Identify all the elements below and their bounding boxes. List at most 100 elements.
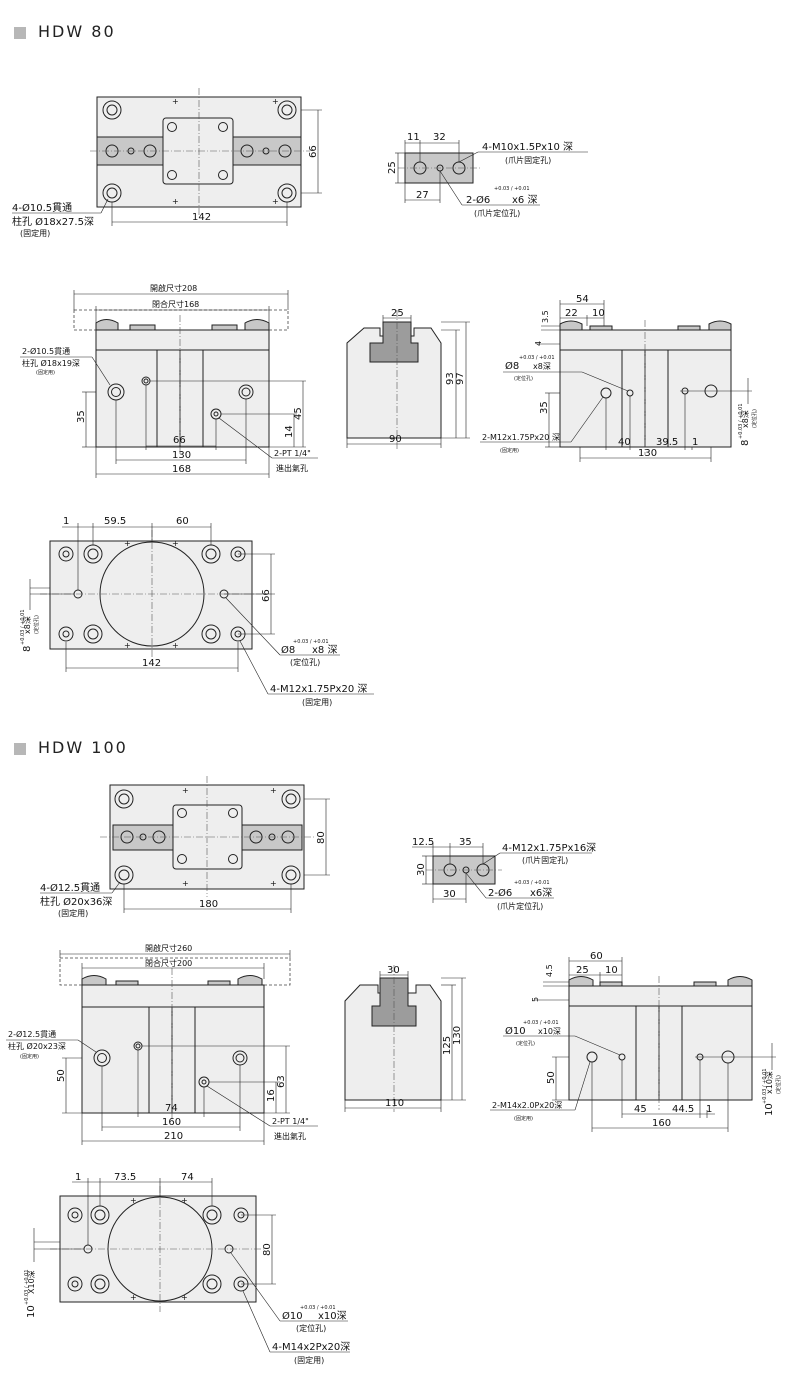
hdw100-side-body [344,984,442,1101]
hdw100-top-hole-purpose: (固定用) [58,908,88,918]
svg-text:+: + [172,97,179,106]
svg-text:+: + [182,786,189,795]
hdw100-front-dim-16: 16 [266,1089,277,1102]
hdw80-front-dim-35: 35 [76,410,87,423]
hdw80-bottom-dim-1: 1 [63,516,69,527]
hdw80-front-view: 開啟尺寸208 閉合尺寸168 35 66 130 168 14 45 2-Ø1… [20,283,318,478]
hdw80-bottom-dim-142: 142 [142,658,161,669]
hdw80-side-dim-25: 25 [391,308,404,319]
hdw80-front-hole-purpose: (固定用) [36,369,55,376]
hdw80-jaw-pin-tolerance: +0.03 / +0.01 [494,186,530,192]
hdw100-front-hole-purpose: (固定用) [20,1053,39,1060]
hdw80-top-view: ++ ++ 66 142 4-Ø10.5貫通 柱孔 Ø18x27.5深 (固定用… [12,88,322,238]
hdw80-jaw-thread-purpose: (爪片固定孔) [505,155,551,165]
hdw100-jaw-dim-12-5: 12.5 [412,837,434,848]
hdw100-side-view: 30 125 130 110 [344,965,466,1112]
hdw100-jaw-pin-tolerance: +0.03 / +0.01 [514,880,550,886]
hdw100-right-dim-60: 60 [590,951,603,962]
hdw80-right-pin-tolerance: +0.03 / +0.01 [519,355,555,361]
hdw100-top-height-dim: 80 [316,831,327,844]
hdw100-top-width-dim: 180 [199,899,218,910]
hdw100-jaw-pin-depth: x6深 [530,887,552,899]
hdw100-right-pin-depth: x10深 [538,1027,561,1036]
hdw100-front-counterbore-note: 柱孔 Ø20x23深 [8,1041,66,1051]
svg-text:+: + [124,641,131,650]
hdw80-front-port-purpose: 進出氣孔 [276,463,308,473]
hdw100-top-right-jaw [241,824,303,851]
hdw100-front-dim-210: 210 [164,1131,183,1142]
hdw80-right-vert-pin-tolerance: +0.03 / +0.01 [738,403,744,439]
hdw100-front-port-purpose: 進出氣孔 [274,1131,306,1141]
hdw80-bottom-pin-depth: x8 深 [312,644,337,656]
hdw80-right-thread-note: 2-M12x1.75Px20 深 [482,433,560,442]
hdw80-bottom-dim-59-5: 59.5 [104,516,126,527]
hdw80-side-dim-90: 90 [389,434,402,445]
hdw100-side-dim-125: 125 [442,1036,453,1055]
hdw100-bottom-pin-depth: x10深 [318,1310,347,1322]
hdw80-top-hole-purpose: (固定用) [20,228,50,238]
hdw100-jaw-dim-35: 35 [459,837,472,848]
hdw80-bottom-dim-60: 60 [176,516,189,527]
hdw100-top-hole-note: 4-Ø12.5貫通 [40,882,100,894]
hdw100-right-vert-pin-depth: x10深 [765,1071,774,1094]
hdw80-side-dim-93: 93 [445,372,456,385]
svg-text:+: + [172,539,179,548]
hdw80-right-dim-130: 130 [638,448,657,459]
hdw100-front-dim-50: 50 [56,1069,67,1082]
hdw100-right-dim-50: 50 [546,1071,557,1084]
svg-text:+: + [270,879,277,888]
hdw100-right-view: 60 25 10 4.5 5 50 Ø10 +0.03 / +0.01 x10深… [490,951,782,1132]
hdw100-right-thread-purpose: (固定用) [514,1115,533,1122]
hdw80-side-view: 25 93 97 90 [346,308,470,450]
hdw80-bottom-vert-pin-note: 8 [22,646,33,652]
svg-text:+: + [124,539,131,548]
hdw80-jaw-pin-purpose: (爪片定位孔) [474,208,520,218]
hdw80-right-dim-40: 40 [618,437,631,448]
hdw80-front-open-dim: 開啟尺寸208 [150,283,197,293]
hdw80-front-close-dim: 閉合尺寸168 [152,299,199,309]
hdw80-bottom-dim-66: 66 [261,589,272,602]
hdw100-bottom-dim-74: 74 [181,1172,194,1183]
hdw100-side-dim-130: 130 [452,1026,463,1045]
hdw80-right-view: 54 22 10 3.5 4 35 Ø8 +0.03 / +0.01 x8深 (… [480,294,758,462]
hdw100-front-view: 開啟尺寸260 閉合尺寸200 50 74 160 210 16 63 2-Ø1… [6,943,318,1145]
hdw100-bottom-vert-pin-note: 10 [26,1305,37,1318]
hdw80-bottom-vert-pin-tolerance: +0.03 / +0.01 [20,609,26,645]
hdw100-top-left-jaw [112,824,174,851]
hdw100-right-vert-pin-note: 10 [764,1103,775,1116]
hdw100-front-close-dim: 閉合尺寸200 [145,958,192,968]
hdw80-front-hole-note: 2-Ø10.5貫通 [22,346,70,356]
hdw100-bottom-vert-pin-tolerance: +0.03 / +0.01 [24,1269,30,1305]
hdw100-right-dim-160: 160 [652,1118,671,1129]
hdw100-side-dim-110: 110 [385,1098,404,1109]
hdw80-front-dim-130: 130 [172,450,191,461]
hdw80-right-dim-10: 10 [592,308,605,319]
svg-text:+: + [272,97,279,106]
hdw80-jaw-dim-11: 11 [407,132,420,143]
hdw100-top-center-plate [172,804,243,870]
hdw80-bottom-vert-pin-depth: x8深 [23,616,32,634]
hdw80-right-pin-depth: x8深 [533,362,551,371]
hdw80-right-vert-pin-depth: x8深 [741,410,750,428]
hdw100-right-vert-pin-purpose: (定位孔) [775,1075,782,1094]
hdw80-bottom-pin-purpose: (定位孔) [290,657,320,667]
hdw80-top-hole-note: 4-Ø10.5貫通 [12,202,72,214]
hdw100-bottom-vert-pin-depth: X10深 [27,1270,36,1294]
hdw100-bottom-pin-note: Ø10 [282,1310,303,1322]
hdw100-bottom-thread-note: 4-M14x2Px20深 [272,1341,350,1353]
hdw100-side-dim-30: 30 [387,965,400,976]
hdw100-right-body [568,985,753,1101]
hdw100-right-thread-note: 2-M14x2.0Px20深 [492,1101,562,1110]
hdw100-right-dim-25: 25 [576,965,589,976]
hdw100-bottom-pin-tolerance: +0.03 / +0.01 [300,1305,336,1311]
hdw80-right-dim-54: 54 [576,294,589,305]
hdw100-top-counterbore-note: 柱孔 Ø20x36深 [40,895,112,908]
section-marker-hdw100 [14,743,26,755]
hdw80-right-thread-purpose: (固定用) [500,447,519,454]
hdw80-bottom-vert-pin-purpose: (定位孔) [33,615,40,634]
hdw80-front-port-note: 2-PT 1/4" [274,449,311,458]
hdw80-right-vert-pin-purpose: (定位孔) [751,409,758,428]
hdw100-front-dim-74: 74 [165,1103,178,1114]
hdw80-top-height-dim: 66 [308,145,319,158]
